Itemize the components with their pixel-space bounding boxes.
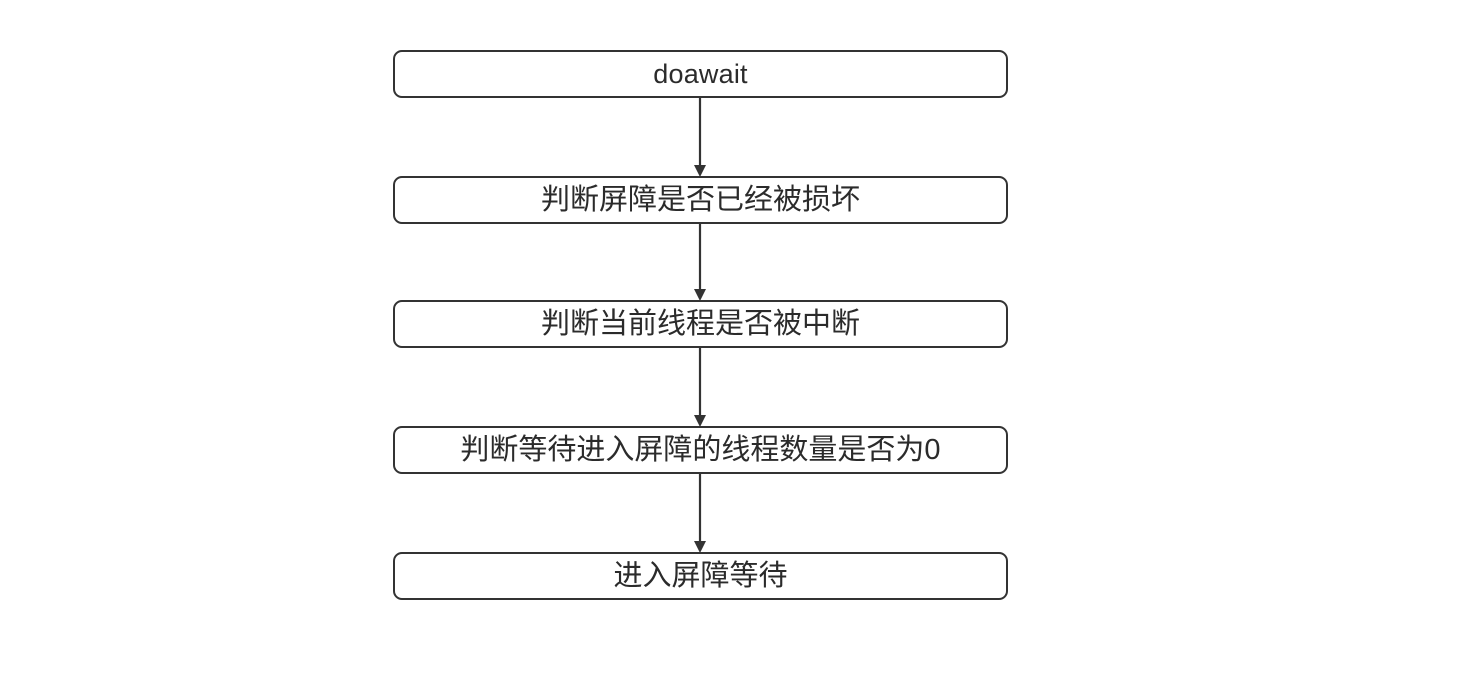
flow-node-check-thread-interrupted[interactable]: 判断当前线程是否被中断 [393,300,1008,348]
flow-node-enter-barrier-wait[interactable]: 进入屏障等待 [393,552,1008,600]
edge-n3-n4 [694,348,706,427]
edge-n4-n5 [694,474,706,553]
flow-node-doawait[interactable]: doawait [393,50,1008,98]
edge-n2-n3 [694,224,706,301]
flow-node-label: 进入屏障等待 [613,559,788,592]
flow-node-label: 判断等待进入屏障的线程数量是否为0 [460,433,941,466]
flow-node-check-barrier-broken[interactable]: 判断屏障是否已经被损坏 [393,176,1008,224]
edge-n1-n2 [694,98,706,177]
flow-node-label: doawait [653,58,748,89]
flow-node-label: 判断屏障是否已经被损坏 [540,183,860,216]
flow-node-check-waiting-count-zero[interactable]: 判断等待进入屏障的线程数量是否为0 [393,426,1008,474]
flow-node-label: 判断当前线程是否被中断 [540,307,860,340]
